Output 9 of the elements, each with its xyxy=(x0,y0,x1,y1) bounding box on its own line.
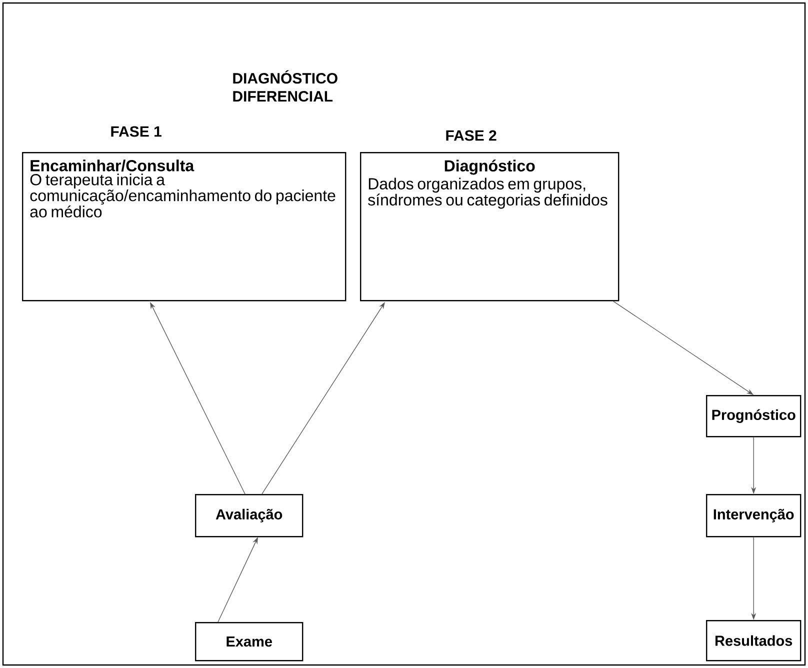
text-box: Diagnóstico Dados organizados em grupos, síndromes ou categorias definidos xyxy=(360,152,620,302)
step-box: Avaliação xyxy=(195,494,304,538)
text-box: Encaminhar/Consulta O terapeuta inicia a comunicação/encaminhamento do paciente ao médico xyxy=(22,152,346,302)
step-box: Intervenção xyxy=(706,494,802,538)
step-box: Resultados xyxy=(706,620,802,662)
title: DIAGNÓSTICO DIFERENCIAL xyxy=(233,70,338,102)
step-box: Exame xyxy=(195,622,304,662)
phase-label: FASE 1 xyxy=(111,126,162,137)
step-box: Prognóstico xyxy=(706,395,802,438)
